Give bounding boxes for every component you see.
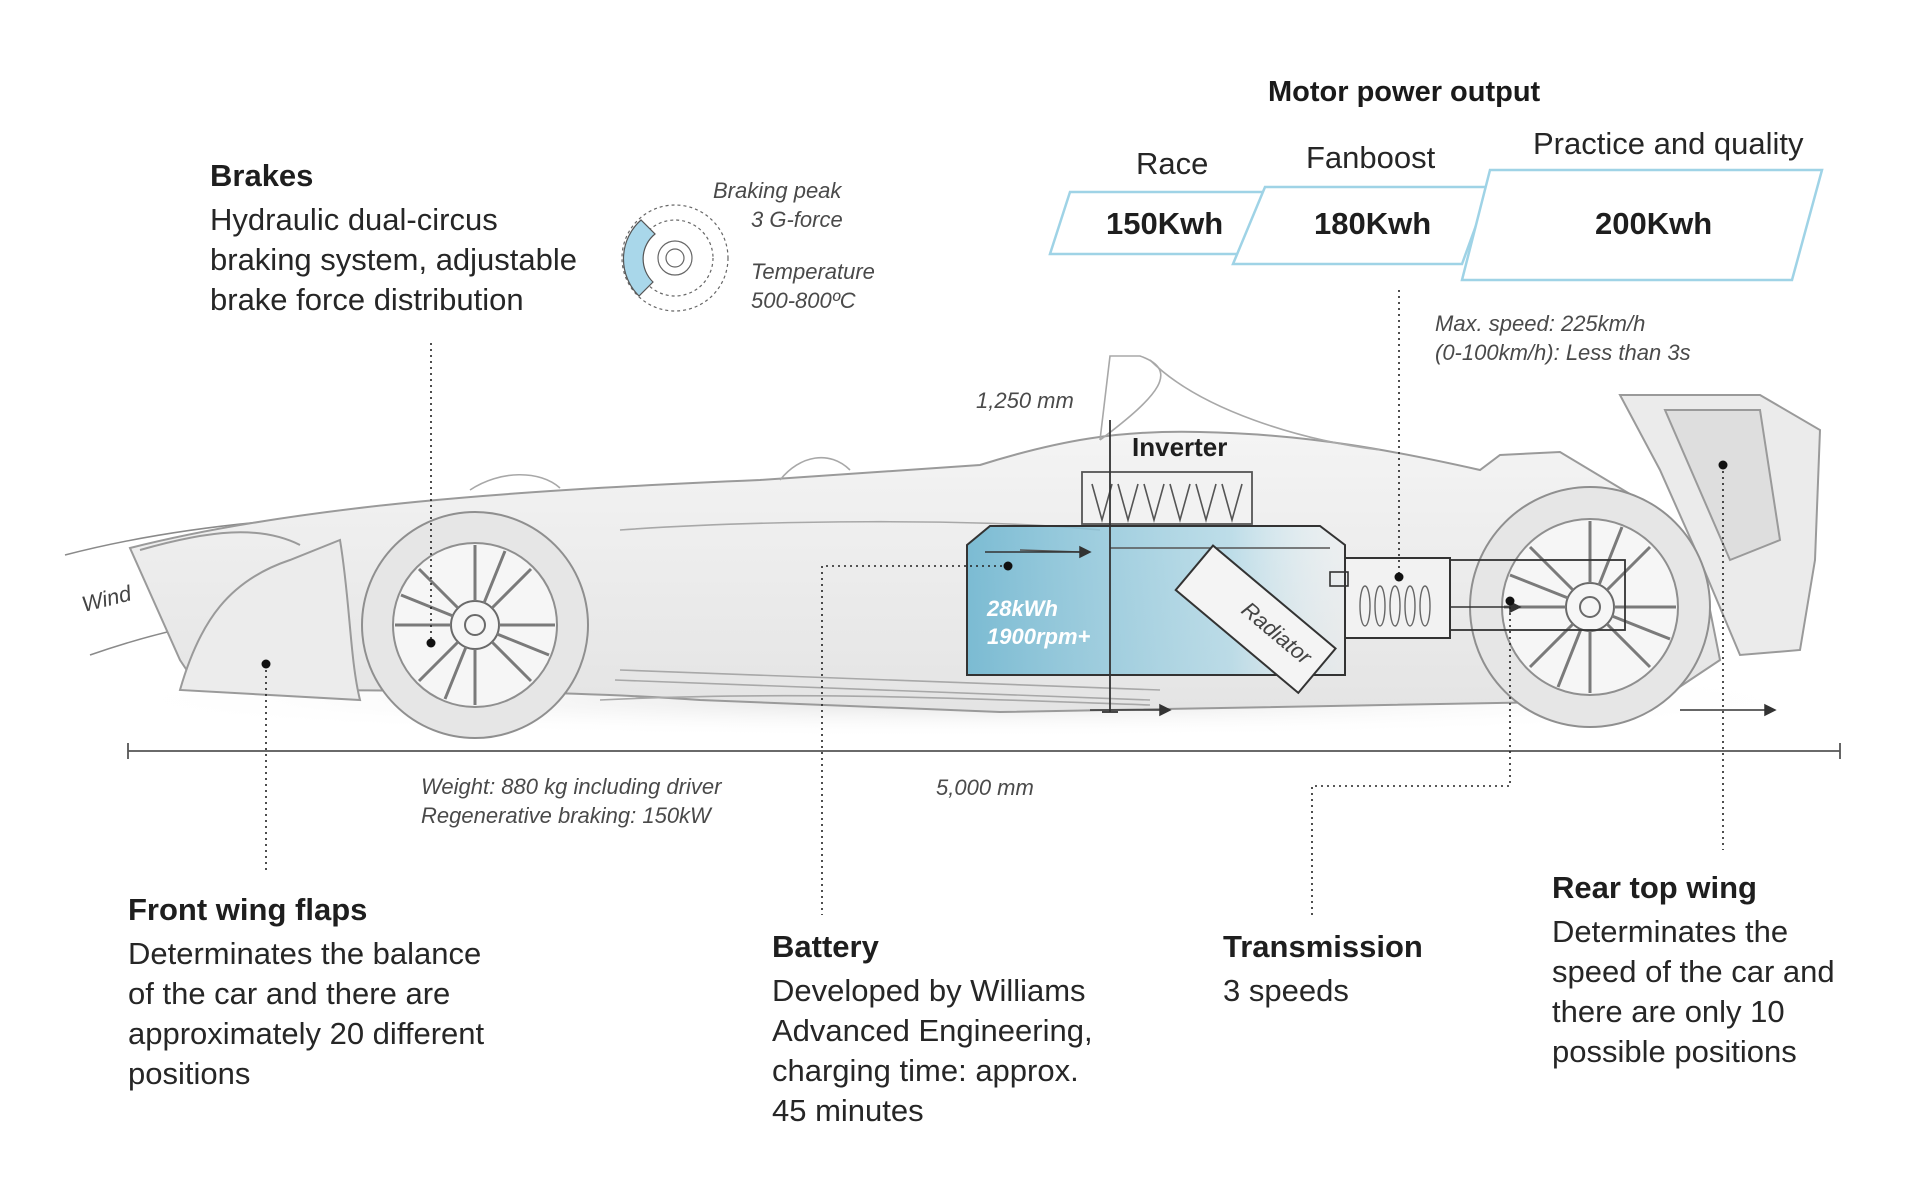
mode-practice-value: 200Kwh [1595,206,1713,241]
power-boxes [1048,168,1824,282]
speed-note: Max. speed: 225km/h (0-100km/h): Less th… [1435,309,1691,367]
rear-wing-line-1: Determinates the [1552,914,1789,949]
braking-peak-line-2: 3 G-force [751,207,843,232]
front-wing-line-3: approximately 20 different [128,1016,485,1051]
battery-title: Battery [772,929,879,964]
motor-unit [1329,557,1626,639]
weight-line-2: Regenerative braking: 150kW [421,803,711,828]
front-wing [178,538,362,702]
rear-wing-line-3: there are only 10 [1552,994,1785,1029]
inverter-label: Inverter [1132,432,1227,462]
rear-wing-title: Rear top wing [1552,870,1757,905]
transmission-callout: Transmission 3 speeds [1223,929,1503,1011]
length-label: 5,000 mm [936,775,1034,800]
transmission-description: 3 speeds [1223,971,1503,1011]
motor-power-title: Motor power output [1268,76,1541,108]
battery-line-3: charging time: approx. [772,1053,1079,1088]
rear-wing-description: Determinates the speed of the car and th… [1552,912,1892,1072]
mode-practice-name: Practice and quality [1533,126,1804,161]
front-wing-line-2: of the car and there are [128,976,451,1011]
brake-disc-icon [621,204,729,312]
speed-line-2: (0-100km/h): Less than 3s [1435,340,1691,365]
battery-spec-2: 1900rpm+ [987,624,1091,649]
transmission-line-1: 3 speeds [1223,973,1349,1008]
brakes-callout: Brakes Hydraulic dual-circus braking sys… [210,158,630,320]
mode-fanboost-name: Fanboost [1306,140,1436,175]
leader-dots [261,460,1728,669]
speed-line-1: Max. speed: 225km/h [1435,311,1646,336]
mode-race-name: Race [1136,146,1209,181]
radiator [1174,544,1337,695]
rear-wing-line-4: possible positions [1552,1034,1797,1069]
front-wing-callout: Front wing flaps Determinates the balanc… [128,892,548,1094]
weight-line-1: Weight: 880 kg including driver [421,774,722,799]
brakes-description: Hydraulic dual-circus braking system, ad… [210,200,630,320]
leader-lines [265,290,1724,915]
battery-spec-1: 28kWh [986,596,1058,621]
battery-line-4: 45 minutes [772,1093,924,1128]
temperature-line-2: 500-800ºC [751,288,856,313]
inverter [1081,471,1253,525]
weight-note: Weight: 880 kg including driver Regenera… [421,772,721,830]
height-label: 1,250 mm [976,388,1074,413]
front-wing-title: Front wing flaps [128,892,368,927]
battery-callout: Battery Developed by Williams Advanced E… [772,929,1152,1131]
temperature-note: Temperature 500-800ºC [751,257,875,315]
mode-race-value: 150Kwh [1106,206,1224,241]
temperature-line-1: Temperature [751,259,875,284]
front-wheel [361,511,589,739]
front-wing-line-1: Determinates the balance [128,936,482,971]
transmission-title: Transmission [1223,929,1423,964]
front-wing-description: Determinates the balance of the car and … [128,934,548,1094]
front-wing-line-4: positions [128,1056,251,1091]
battery-line-1: Developed by Williams [772,973,1086,1008]
mode-fanboost-value: 180Kwh [1314,206,1432,241]
length-dimension [127,743,1841,759]
rear-wing-line-2: speed of the car and [1552,954,1835,989]
brakes-line-1: Hydraulic dual-circus [210,202,498,237]
flow-arrows [985,545,1777,717]
wind-label: Wind [79,580,134,617]
height-marker [1102,420,1118,713]
battery-description: Developed by Williams Advanced Engineeri… [772,971,1152,1131]
braking-peak-note: Braking peak 3 G-force [713,176,843,234]
rear-wing-callout: Rear top wing Determinates the speed of … [1552,870,1892,1072]
brakes-line-3: brake force distribution [210,282,524,317]
battery-line-2: Advanced Engineering, [772,1013,1093,1048]
braking-peak-line-1: Braking peak [713,178,842,203]
brakes-title: Brakes [210,158,314,193]
rear-wheel [1469,486,1711,728]
brakes-line-2: braking system, adjustable [210,242,578,277]
